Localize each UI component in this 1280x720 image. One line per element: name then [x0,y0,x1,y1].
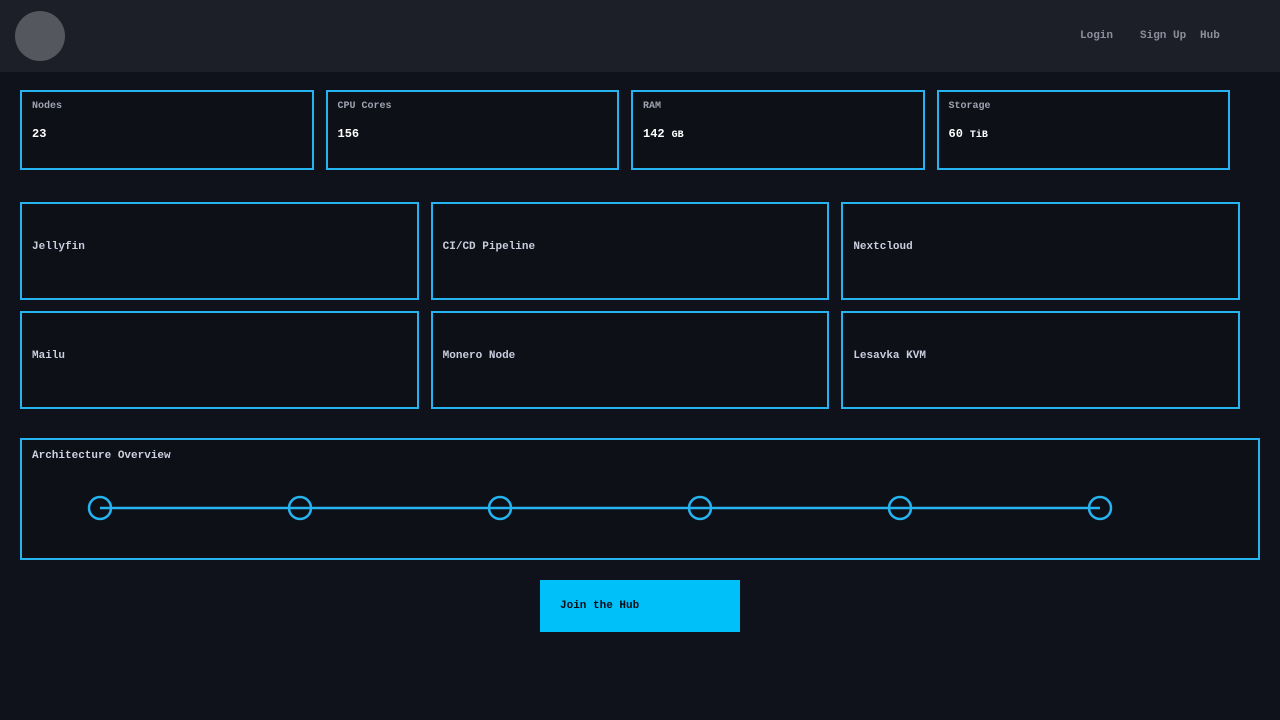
services-grid: Jellyfin CI/CD Pipeline Nextcloud Mailu … [20,202,1240,409]
stat-label: Nodes [32,101,63,112]
stat-card-nodes: Nodes 23 [20,90,314,170]
architecture-diagram [87,495,1113,521]
join-hub-button[interactable]: Join the Hub [540,580,740,632]
architecture-node [87,495,113,521]
architecture-title: Architecture Overview [32,450,171,462]
top-navbar: Login Sign Up Hub [0,0,1280,72]
stat-card-cpu-cores: CPU Cores 156 [325,90,619,170]
service-name: Jellyfin [32,241,85,253]
service-card-mailu[interactable]: Mailu [20,311,419,409]
nav-link-hub[interactable]: Hub [1200,30,1220,42]
nav-link-login[interactable]: Login [1080,30,1114,42]
nav-link-signup[interactable]: Sign Up [1140,30,1187,42]
architecture-panel: Architecture Overview [20,438,1260,560]
service-card-nextcloud[interactable]: Nextcloud [841,202,1240,300]
service-name: Nextcloud [853,241,913,253]
architecture-node [1087,495,1113,521]
service-name: Mailu [32,350,66,362]
architecture-node [487,495,513,521]
nav-links: Login Sign Up Hub [1080,30,1260,42]
service-name: Monero Node [442,350,516,362]
stat-label: Storage [948,101,991,112]
cta-row: Join the Hub [0,560,1280,632]
avatar[interactable] [15,11,65,61]
stat-value: 23 [32,127,47,141]
architecture-node [287,495,313,521]
stat-label: RAM [643,101,662,112]
stat-value: 156 [337,127,360,141]
service-card-lesavka-kvm[interactable]: Lesavka KVM [841,311,1240,409]
service-name: Lesavka KVM [853,350,926,362]
service-card-jellyfin[interactable]: Jellyfin [20,202,419,300]
architecture-node [687,495,713,521]
stat-label: CPU Cores [337,101,392,112]
service-card-monero-node[interactable]: Monero Node [430,311,830,409]
service-card-cicd-pipeline[interactable]: CI/CD Pipeline [430,202,830,300]
architecture-node [887,495,913,521]
service-name: CI/CD Pipeline [442,241,536,253]
